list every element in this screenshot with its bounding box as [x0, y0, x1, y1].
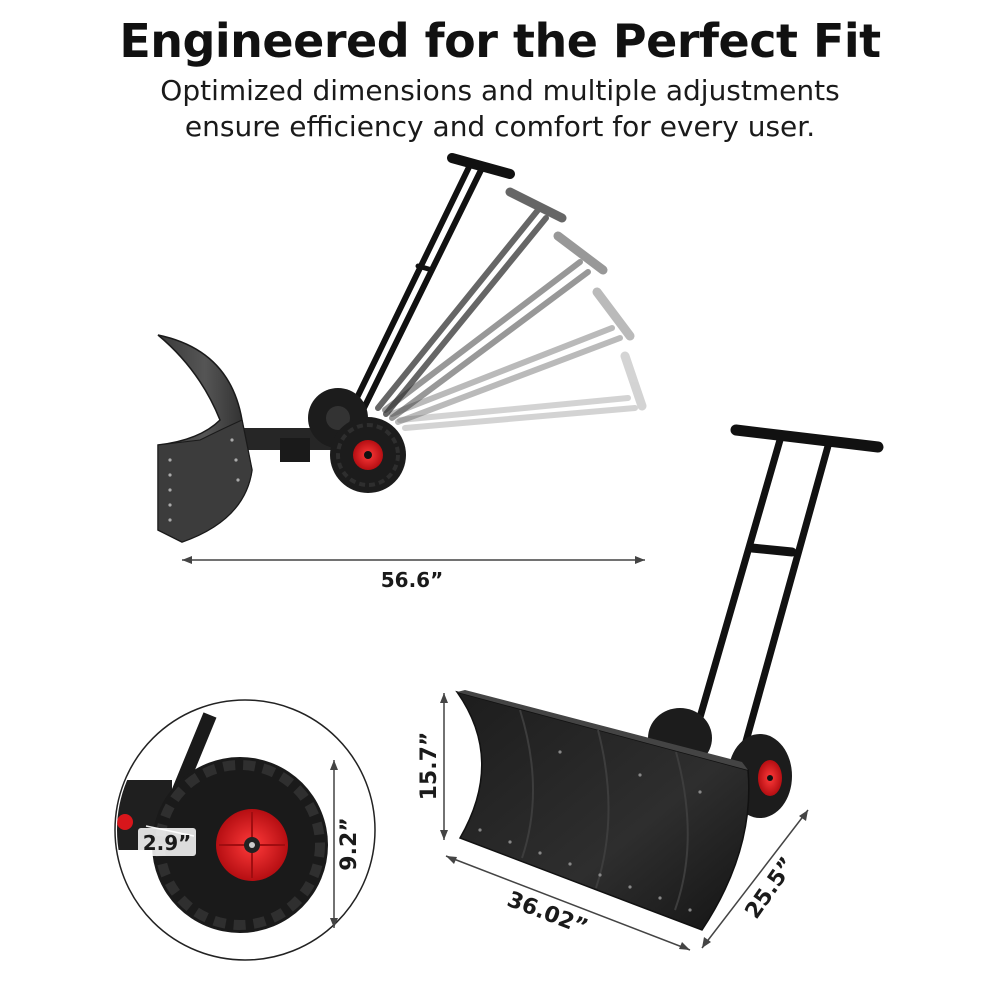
- length-dimension: 56.6”: [182, 556, 645, 592]
- wheel-width-label: 2.9”: [143, 831, 192, 855]
- front-wheel: [330, 417, 406, 493]
- handle-adjust-ghosts: [375, 187, 647, 431]
- wheel-diameter-dimension: 9.2”: [330, 760, 362, 928]
- height-dimension: 15.7”: [417, 693, 448, 840]
- angled-handle: [688, 424, 884, 774]
- handle: [349, 153, 515, 415]
- blade-side: [157, 334, 253, 543]
- subtitle-line-2: ensure efficiency and comfort for every …: [184, 110, 816, 143]
- length-label: 56.6”: [381, 568, 444, 592]
- height-label: 15.7”: [417, 732, 442, 801]
- page-title: Engineered for the Perfect Fit: [119, 14, 881, 68]
- wheel-detail: 9.2” 2.9”: [114, 699, 376, 961]
- subtitle-line-1: Optimized dimensions and multiple adjust…: [160, 74, 840, 107]
- angled-blade: [455, 690, 750, 931]
- depth-label: 25.5”: [741, 853, 801, 924]
- side-view-shovel: 56.6”: [157, 153, 647, 592]
- wheel-diameter-label: 9.2”: [337, 817, 362, 870]
- angled-view-shovel: 15.7” 36.02” 25.5”: [417, 424, 884, 951]
- wheel-width-dimension: 2.9”: [138, 825, 196, 856]
